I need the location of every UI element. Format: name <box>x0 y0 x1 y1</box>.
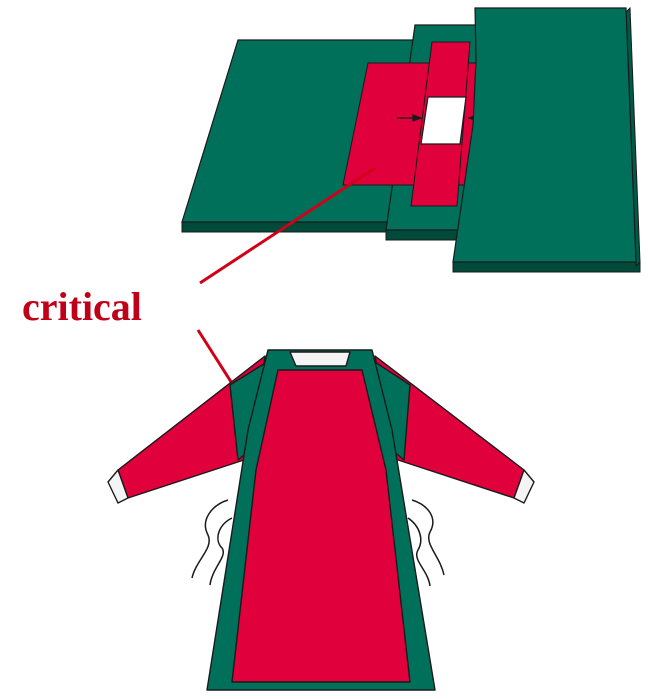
drape-fenestration <box>421 97 466 144</box>
drape-right-sheet <box>453 8 640 272</box>
critical-label: critical <box>22 284 142 329</box>
surgical-gown-icon <box>108 350 534 690</box>
gown-collar <box>290 352 350 366</box>
surgical-drape-icon <box>182 8 640 272</box>
